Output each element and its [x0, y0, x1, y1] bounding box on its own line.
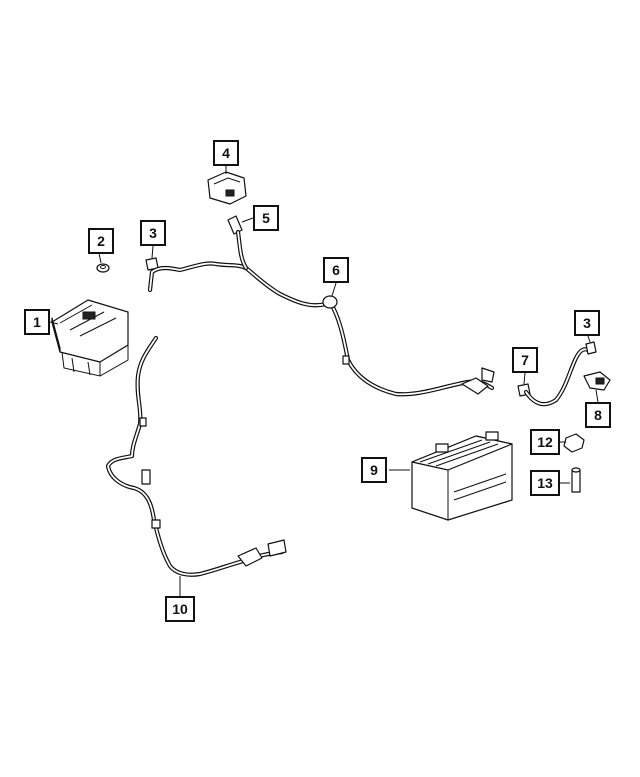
- stud-part-13: [571, 467, 581, 493]
- callout-4[interactable]: 4: [213, 140, 239, 166]
- callout-3-right[interactable]: 3: [574, 310, 600, 336]
- cable-harness-part-10: [105, 335, 287, 577]
- sleeve-part-5: [227, 215, 243, 235]
- ground-cable-part-7: [517, 347, 591, 407]
- nut-part-2: [96, 263, 110, 273]
- leader-lines: [49, 166, 599, 596]
- callout-12[interactable]: 12: [530, 429, 560, 455]
- callout-3-upper[interactable]: 3: [140, 220, 166, 246]
- callout-13[interactable]: 13: [530, 470, 560, 496]
- terminal-part-3-right: [585, 341, 597, 355]
- callout-10[interactable]: 10: [165, 596, 195, 622]
- connector-part-8: [583, 371, 611, 391]
- callout-8[interactable]: 8: [585, 402, 611, 428]
- fuse-box-part-1: [51, 299, 129, 377]
- callout-7[interactable]: 7: [512, 347, 538, 373]
- callout-2[interactable]: 2: [88, 228, 114, 254]
- callout-6[interactable]: 6: [323, 257, 349, 283]
- callout-9[interactable]: 9: [361, 457, 387, 483]
- sensor-part-4: [207, 171, 247, 205]
- battery-part-9: [411, 431, 513, 521]
- nut-part-12: [563, 433, 585, 453]
- callout-5[interactable]: 5: [253, 205, 279, 231]
- callout-1[interactable]: 1: [24, 309, 50, 335]
- main-cable-part-6: [147, 229, 495, 397]
